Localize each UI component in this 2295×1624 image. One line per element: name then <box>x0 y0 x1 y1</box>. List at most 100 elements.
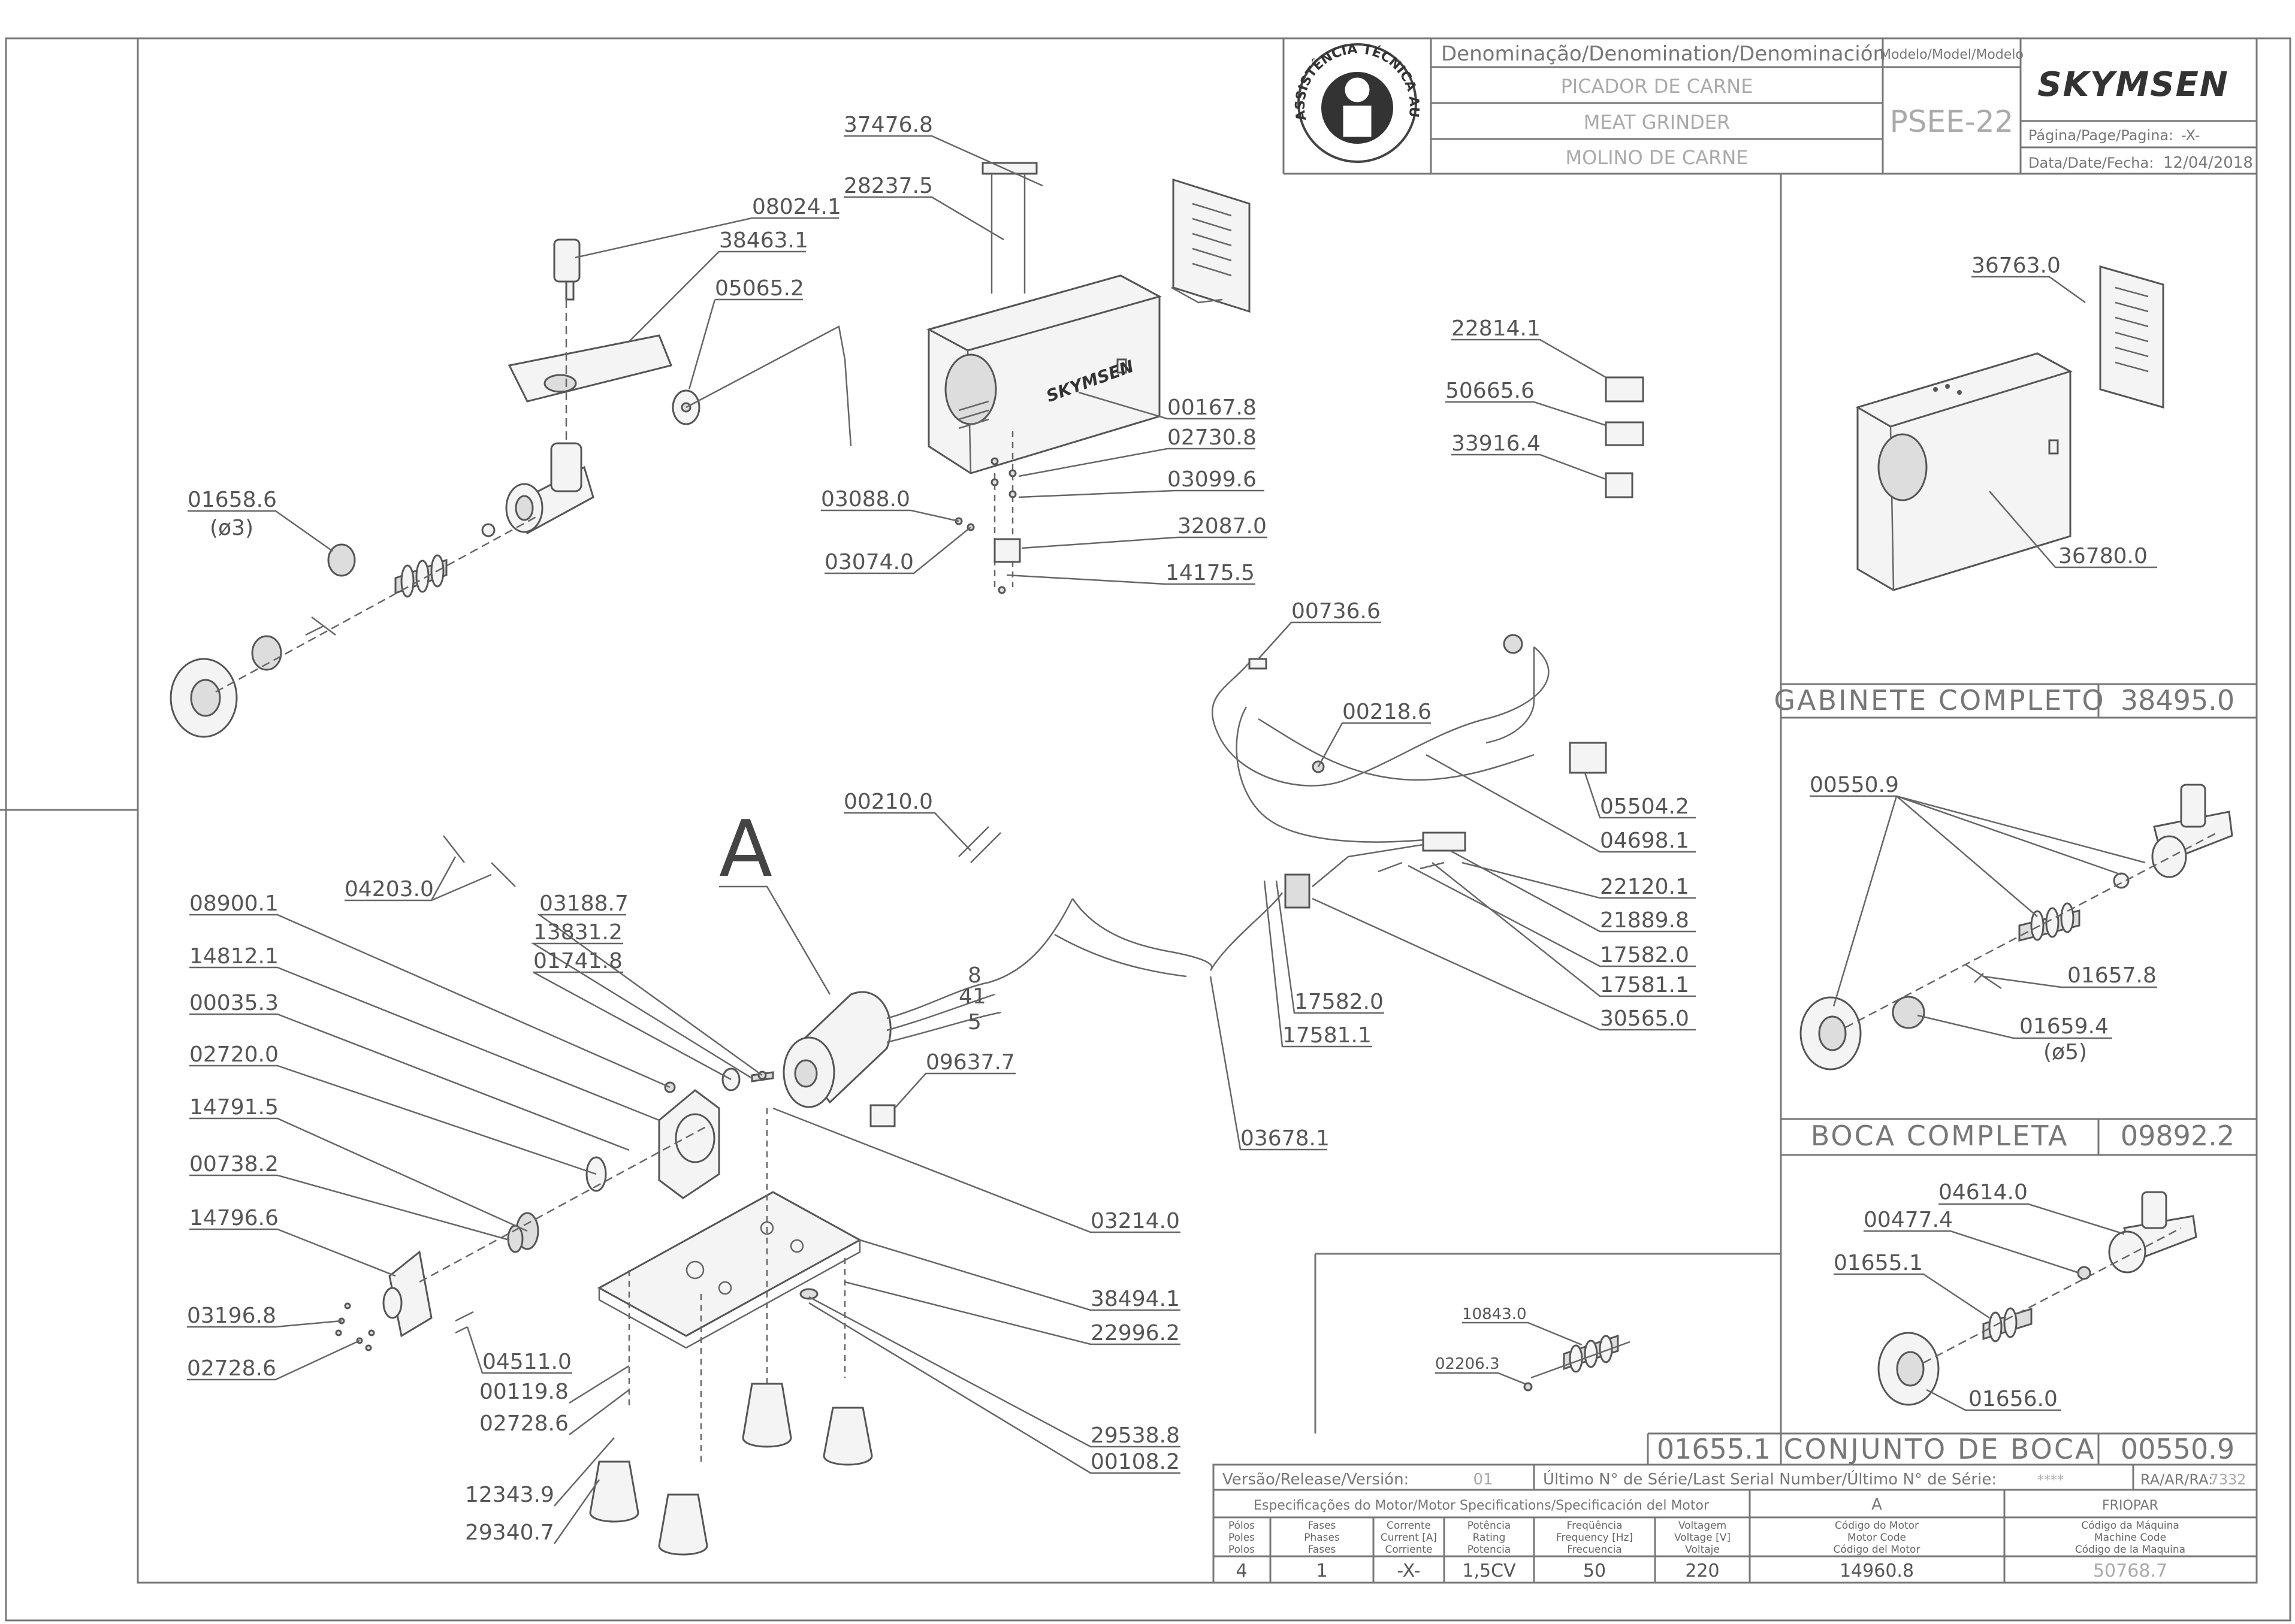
label-01655-1: 01655.1 <box>1834 1251 1923 1275</box>
sticker-22814-1 <box>1605 376 1644 403</box>
label-22996-2: 22996.2 <box>1091 1321 1180 1345</box>
label-33916-4-text: 33916.4 <box>1451 431 1541 456</box>
sticker-09637-7 <box>869 1104 896 1127</box>
label-03088-0: 03088.0 <box>821 487 910 512</box>
product-name-pt: PICADOR DE CARNE <box>1561 75 1753 98</box>
label-17582-0: 17582.0 <box>1294 990 1384 1014</box>
label-14812-1: 14812.1 <box>189 944 279 969</box>
page-label: Página/Page/Pagina: <box>2028 127 2173 144</box>
spec-header-2-1: Current [A] <box>1381 1532 1437 1544</box>
label-02730-8: 02730.8 <box>1167 425 1257 450</box>
ra-value: 7332 <box>2209 1471 2246 1488</box>
label-01656-0: 01656.0 <box>1968 1387 2058 1411</box>
label-02728-6-b: 02728.6 <box>479 1411 569 1436</box>
gearbox-drawing <box>335 1081 720 1351</box>
spec-header-2-2: Corriente <box>1385 1544 1432 1556</box>
label-03099-6: 03099.6 <box>1167 467 1257 492</box>
page-value: -X- <box>2181 127 2200 144</box>
label-08900-1: 08900.1 <box>189 891 279 916</box>
spec-header-1-1: Phases <box>1304 1532 1340 1544</box>
label-01659-4: 01659.4 <box>2019 1014 2109 1039</box>
serial-value: **** <box>2037 1473 2064 1488</box>
label-01658-6: 01658.6 <box>188 488 277 512</box>
label-00167-8: 00167.8 <box>1167 395 1257 420</box>
label-01659-4-sub: (ø5) <box>2043 1040 2087 1064</box>
label-21889-8: 21889.8 <box>1600 908 1689 933</box>
cabinet-panel: 36763.0 36780.0 GABINETE COMPLETO 38495.… <box>1774 253 2234 716</box>
label-02206-3: 02206.3 <box>1435 1355 1500 1373</box>
grinder-head-drawing <box>170 238 852 738</box>
label-14175-5: 14175.5 <box>1165 561 1255 585</box>
label-32087-0: 32087.0 <box>1177 514 1267 539</box>
serial-label: Último N° de Série/Last Serial Number/Úl… <box>1543 1469 1997 1489</box>
wiring-harness-drawing <box>1209 634 1550 971</box>
label-22120-1: 22120.1 <box>1600 875 1689 899</box>
motor-letter: A <box>1871 1496 1882 1514</box>
spec-header-4-1: Frequency [Hz] <box>1556 1532 1633 1544</box>
label-04614-0: 04614.0 <box>1938 1180 2028 1205</box>
boca-drawing <box>1799 784 2233 1070</box>
label-02720-0: 02720.0 <box>189 1042 279 1067</box>
spec-header-0-2: Polos <box>1228 1544 1255 1556</box>
label-00218-6: 00218.6 <box>1342 700 1432 724</box>
conjunto-drawing <box>1877 1191 2197 1406</box>
label-00477-4: 00477.4 <box>1864 1208 1953 1232</box>
sticker-05504-2 <box>1569 742 1607 774</box>
label-05065-2: 05065.2 <box>715 276 804 301</box>
boca-panel-code: 09892.2 <box>2121 1120 2234 1152</box>
spec-value-7: 50768.7 <box>2093 1561 2167 1581</box>
label-14796-6: 14796.6 <box>189 1206 279 1230</box>
spec-value-4: 50 <box>1583 1561 1606 1581</box>
label-28237-5: 28237.5 <box>844 174 933 198</box>
label-00738-2: 00738.2 <box>189 1152 279 1177</box>
spec-value-5: 220 <box>1685 1561 1719 1581</box>
motor-ref-letter: A <box>719 803 772 894</box>
label-00108-2: 00108.2 <box>1091 1450 1180 1474</box>
label-22814-1: 22814.1 <box>1451 316 1541 341</box>
spec-header-1-0: Fases <box>1308 1520 1336 1532</box>
date-label: Data/Date/Fecha: <box>2028 155 2154 171</box>
label-01658-6-sub: (ø3) <box>210 516 253 540</box>
spec-header-5-0: Voltagem <box>1678 1520 1726 1532</box>
cabinet-drawing <box>1855 265 2164 591</box>
detail-panel: 10843.0 02206.3 <box>1435 1305 1630 1392</box>
denomination-label: Denominação/Denomination/Denominación <box>1441 42 1886 66</box>
spec-header-2-0: Corrente <box>1387 1520 1431 1532</box>
cabinet-panel-title: GABINETE COMPLETO <box>1774 684 2105 716</box>
model-label: Modelo/Model/Modelo <box>1880 47 2024 62</box>
feet-drawing <box>589 1383 873 1556</box>
sticker-33916-4 <box>1605 472 1633 498</box>
label-14791-5: 14791.5 <box>189 1095 279 1120</box>
spec-header-7-1: Machine Code <box>2094 1532 2166 1544</box>
spec-value-2: -X- <box>1397 1561 1420 1581</box>
label-05504-2: 05504.2 <box>1600 794 1689 819</box>
label-17581-1: 17581.1 <box>1282 1023 1372 1048</box>
boca-panel: 00550.9 01657.8 01659.4 (ø5) BOCA COMPLE… <box>1799 773 2234 1152</box>
spec-header-0-0: Pólos <box>1228 1520 1255 1532</box>
label-50665-6: 50665.6 <box>1445 379 1535 403</box>
version-value: 01 <box>1473 1471 1493 1489</box>
spec-header-5-2: Voltaje <box>1685 1544 1720 1556</box>
wire-number-2: 41 <box>959 984 986 1009</box>
motor-drawing <box>721 898 1213 1108</box>
label-04698-1: 04698.1 <box>1600 828 1689 853</box>
label-01657-8: 01657.8 <box>2067 963 2157 988</box>
ra-label: RA/AR/RA: <box>2140 1471 2213 1488</box>
spec-header-4-0: Freqüência <box>1567 1520 1623 1532</box>
wire-04203-0 <box>443 835 516 887</box>
wire-00210-0 <box>958 826 1001 863</box>
spec-header-0-1: Poles <box>1228 1532 1255 1544</box>
conjunto-code-right: 00550.9 <box>2121 1433 2234 1465</box>
label-04203-0: 04203.0 <box>345 877 434 902</box>
conjunto-code-left: 01655.1 <box>1657 1433 1771 1465</box>
spec-value-1: 1 <box>1316 1561 1327 1581</box>
wire-number-1: 8 <box>968 963 982 988</box>
model-value: PSEE-22 <box>1890 104 2014 139</box>
label-30565-0: 30565.0 <box>1600 1006 1689 1031</box>
label-03074-0: 03074.0 <box>825 550 914 574</box>
label-17582-0-b: 17582.0 <box>1600 943 1689 967</box>
main-exploded-view: SKYMSEN <box>170 113 1696 1556</box>
machine-maker: FRIOPAR <box>2102 1498 2158 1513</box>
label-04511-0: 04511.0 <box>482 1350 572 1374</box>
